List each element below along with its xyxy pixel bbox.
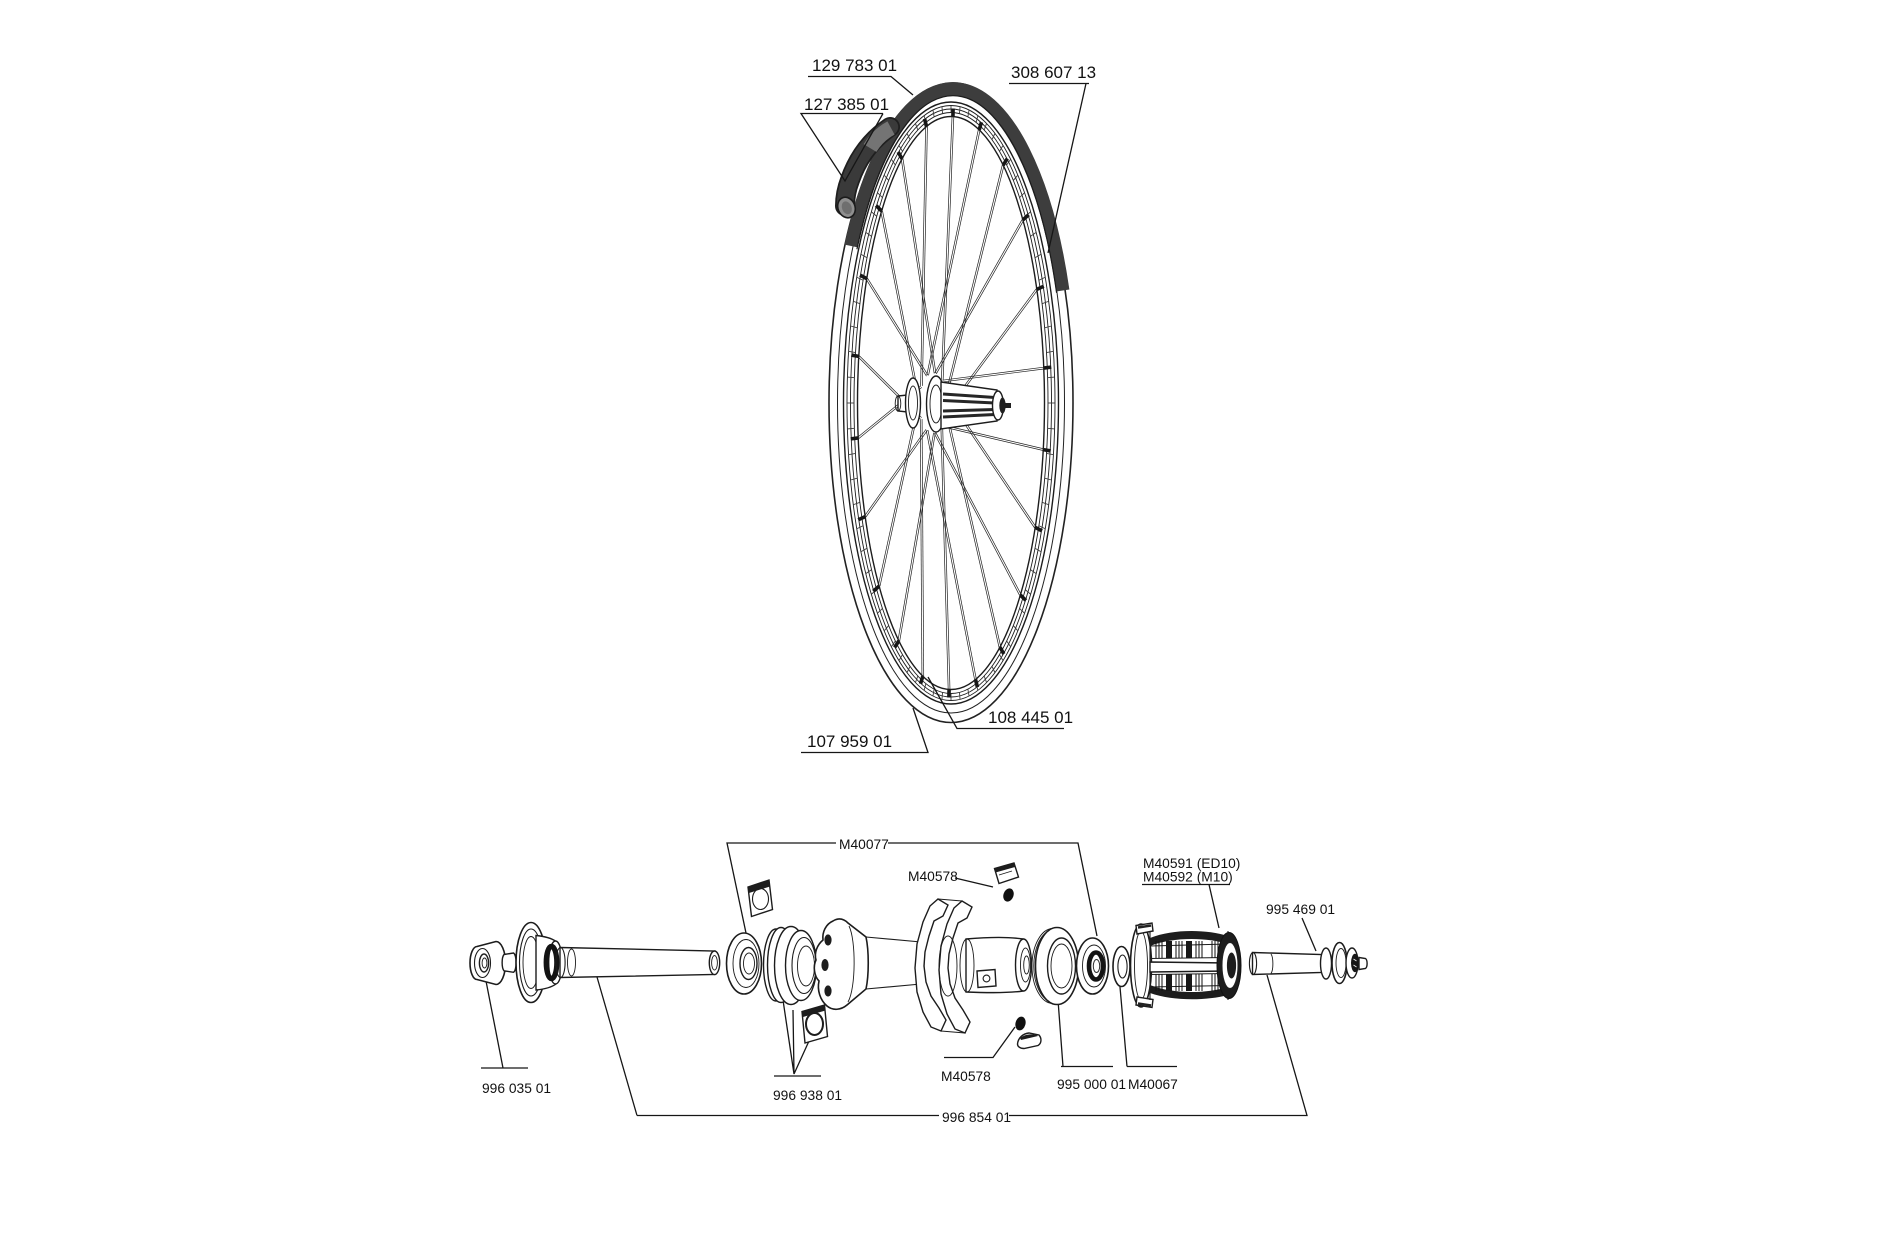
bearing-left	[725, 932, 763, 995]
leader-rim	[1009, 82, 1089, 254]
leader-inner-tube	[799, 112, 884, 183]
part-number-preload-kit: 996 938 01	[773, 1088, 842, 1103]
part-number-rim-strip: 107 959 01	[807, 732, 892, 751]
spacer-washer	[1112, 945, 1131, 988]
wheel-freehub	[940, 381, 998, 430]
leader-rim-strip	[801, 707, 929, 754]
leader-axle-kit	[596, 974, 1308, 1117]
part-number-axle-kit: 996 854 01	[942, 1110, 1011, 1125]
part-number-seal: 995 000 01	[1057, 1077, 1126, 1092]
axle-shaft	[555, 946, 721, 979]
clip-top	[993, 862, 1020, 885]
wheel-diagram	[828, 82, 1074, 724]
inner-tube	[835, 117, 900, 219]
o-ring	[543, 943, 560, 982]
leader-washer	[1119, 986, 1177, 1068]
hub-exploded-diagram	[469, 862, 1368, 1050]
hub-shell	[914, 898, 1033, 1034]
labels: 129 783 01 127 385 01 308 607 13 108 445…	[482, 56, 1335, 1125]
part-number-tire: 129 783 01	[812, 56, 897, 75]
bearing-clip-lower	[801, 1004, 829, 1044]
part-number-washer: M40067	[1128, 1077, 1178, 1092]
leader-bearings-kit	[726, 842, 1098, 937]
part-number-freehub-m10: M40592 (M10)	[1143, 870, 1233, 885]
part-number-freehub-ed10: M40591 (ED10)	[1143, 856, 1240, 871]
axle-end-cap	[469, 940, 507, 986]
pawl-rivet	[1015, 1016, 1026, 1031]
bearing-right	[1075, 937, 1110, 995]
axle-spacer	[501, 952, 517, 974]
leader-end-cap	[481, 980, 528, 1069]
part-number-clip-lower: M40578	[941, 1069, 991, 1084]
leader-clip-upper	[954, 877, 994, 888]
part-number-bearings-kit: M40077	[839, 837, 889, 852]
hub-cone	[813, 918, 925, 1011]
leader-tire	[808, 75, 914, 96]
part-number-clip-upper: M40578	[908, 869, 958, 884]
bearing-clip-left	[747, 879, 774, 918]
leader-spoke	[927, 676, 1064, 730]
pawl-bottom	[1016, 1032, 1042, 1050]
leader-axle-end	[1301, 917, 1317, 952]
axle-right	[1248, 941, 1368, 985]
bearing-cup	[762, 925, 818, 1006]
wheel-hub	[894, 375, 1011, 433]
seal-ring	[1031, 926, 1080, 1006]
freehub-body	[1129, 922, 1242, 1009]
leader-seal	[1057, 999, 1113, 1068]
part-number-spoke: 108 445 01	[988, 708, 1073, 727]
part-number-end-cap: 996 035 01	[482, 1081, 551, 1096]
leader-freehub	[1142, 883, 1230, 929]
tire	[828, 82, 1074, 724]
leader-preload-kit	[774, 952, 821, 1077]
leader-lines	[481, 75, 1317, 1117]
leader-clip-lower	[944, 1026, 1016, 1059]
part-number-rim: 308 607 13	[1011, 63, 1096, 82]
clip-top-rivet	[1003, 888, 1014, 902]
part-number-inner-tube: 127 385 01	[804, 95, 889, 114]
part-number-axle-end: 995 469 01	[1266, 902, 1335, 917]
